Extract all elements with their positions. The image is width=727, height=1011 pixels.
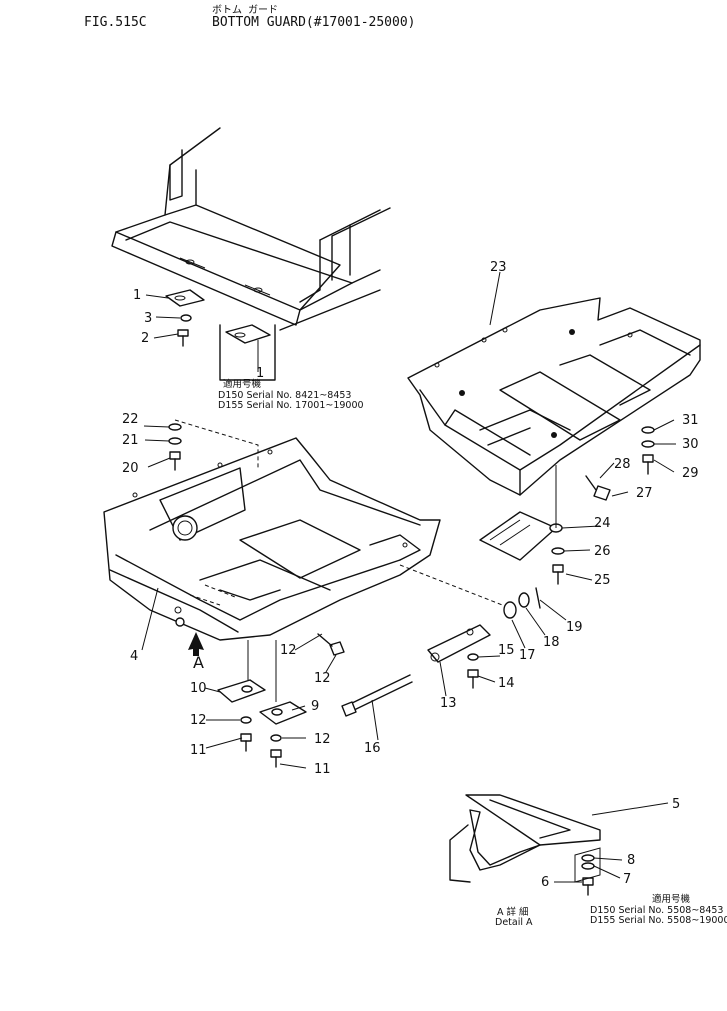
callout-19: 17 [519, 648, 536, 663]
pads-9-12 [217, 640, 307, 768]
callout-30: 28 [614, 457, 631, 472]
callout-8: 8 [627, 853, 635, 868]
callout-15: 13 [440, 696, 457, 711]
parts-13-14 [317, 633, 345, 656]
callout-17: 15 [498, 643, 515, 658]
serial-note-bottom-jp: 適用号機 [652, 894, 691, 905]
callout-18: 16 [364, 741, 381, 756]
callout-20: 18 [543, 635, 560, 650]
callout-3: 3 [144, 311, 152, 326]
callout-22: 20 [122, 461, 139, 476]
leader-lines [141, 271, 676, 883]
callout-25: 23 [490, 260, 507, 275]
callout-2: 2 [141, 331, 149, 346]
small-parts-1-3 [165, 289, 205, 347]
callout-12-left: 12 [190, 713, 207, 728]
serial-note-top-d155: D155 Serial No. 17001~19000 [218, 400, 364, 411]
callout-7: 7 [623, 872, 631, 887]
callout-24: 22 [122, 412, 139, 427]
callout-9: 9 [311, 699, 319, 714]
pin-and-link [341, 587, 541, 717]
callout-numbers: 1 3 2 1 22 21 20 23 31 30 29 28 27 24 26… [122, 260, 699, 890]
callout-1: 1 [133, 288, 141, 303]
callout-11-left: 11 [190, 743, 207, 758]
kana-title: ボトム ガード [212, 5, 279, 16]
detail-a-drawing [449, 794, 601, 896]
detail-a-jp: A 詳 細 [497, 907, 529, 918]
figure-number: FIG.515C [84, 15, 147, 30]
serial-note-bottom-d150: D150 Serial No. 5508~8453 [590, 905, 724, 916]
rear-guard-drawing [407, 297, 701, 496]
callout-29: 27 [636, 486, 653, 501]
serial-note-top-jp: 適用号機 [223, 379, 262, 390]
front-guard-drawing [103, 419, 511, 641]
diagram-title: BOTTOM GUARD(#17001-25000) [212, 15, 416, 30]
callout-6: 6 [541, 875, 549, 890]
callout-27: 25 [594, 573, 611, 588]
track-frame-drawing [111, 127, 391, 331]
serial-note-bottom-d155: D155 Serial No. 5508~19000 [590, 915, 727, 926]
callout-16: 14 [498, 676, 515, 691]
callout-31: 29 [682, 466, 699, 481]
callout-11-right: 11 [314, 762, 331, 777]
parts-29-33 [585, 426, 655, 501]
parts-26-28 [479, 465, 565, 585]
detail-a-en: Detail A [495, 917, 533, 928]
callout-21: 19 [566, 620, 583, 635]
parts-22-24 [168, 423, 182, 471]
view-a-label: A [193, 653, 204, 672]
callout-13: 12 [314, 671, 331, 686]
callout-14: 12 [280, 643, 297, 658]
view-a-arrow [188, 632, 204, 656]
callout-4: 4 [130, 649, 138, 664]
callout-32: 30 [682, 437, 699, 452]
part1-detail-box [219, 324, 276, 381]
callout-26: 24 [594, 516, 611, 531]
callout-1-detail: 1 [256, 366, 264, 381]
callout-23: 21 [122, 433, 139, 448]
callout-33: 31 [682, 413, 699, 428]
callout-10: 10 [190, 681, 207, 696]
callout-28: 26 [594, 544, 611, 559]
callout-12-right: 12 [314, 732, 331, 747]
callout-5: 5 [672, 797, 680, 812]
serial-note-top-d150: D150 Serial No. 8421~8453 [218, 390, 352, 401]
